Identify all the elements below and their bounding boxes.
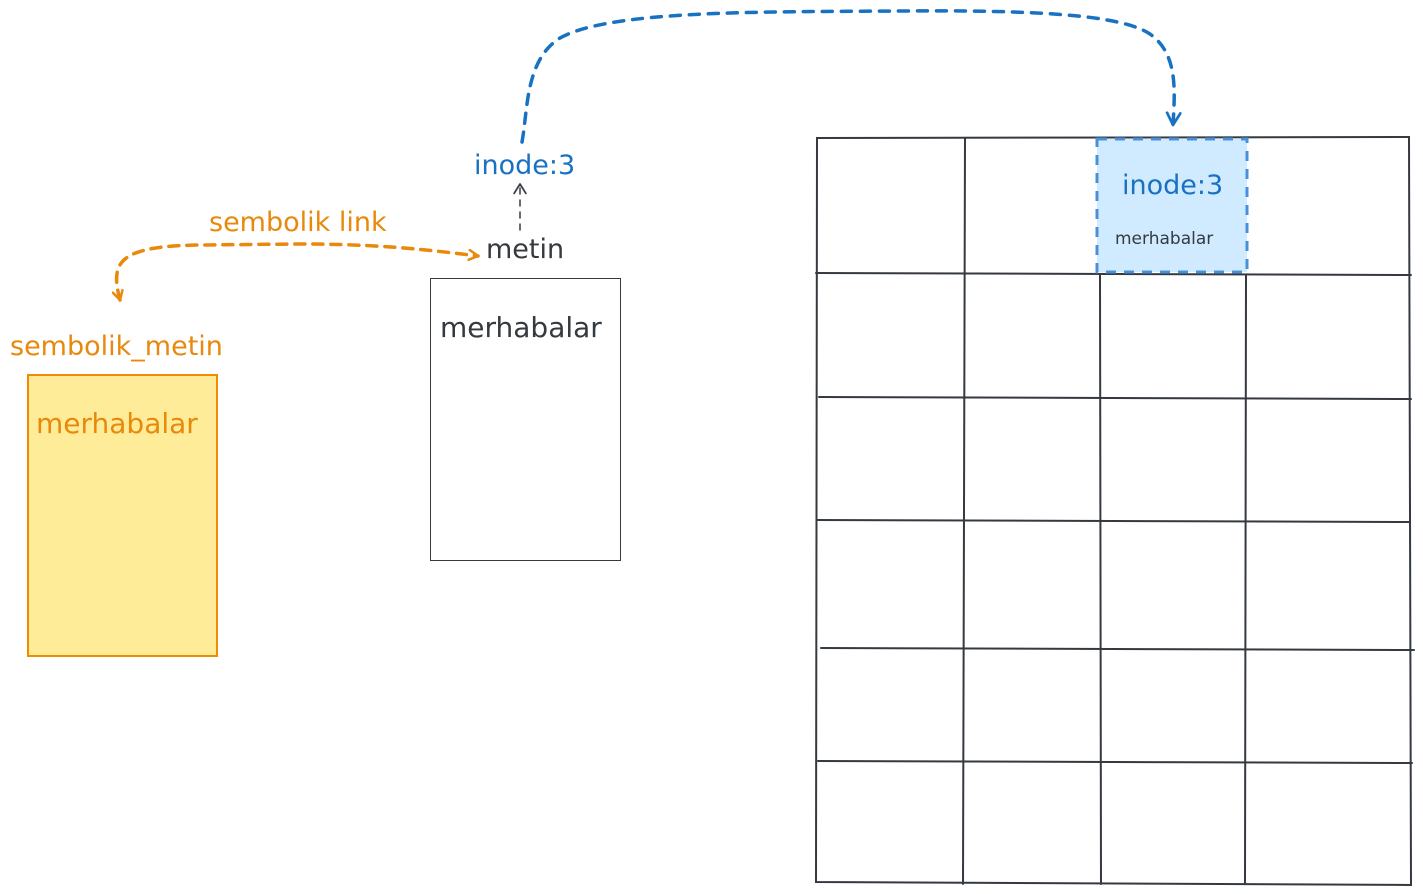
inode-cell-label: inode:3: [1122, 170, 1224, 201]
inode-table-hline: [817, 519, 1411, 523]
inode-table: [814, 135, 1415, 887]
symlink-label: sembolik link: [209, 207, 387, 238]
inode-table-vline: [962, 137, 966, 885]
file-name: metin: [486, 234, 565, 265]
regular-file-box: [430, 278, 621, 561]
inode-pointer-arrow: [520, 9, 1182, 144]
inode-table-vline: [1244, 274, 1247, 885]
inode-label: inode:3: [474, 150, 576, 181]
inode-table-hline: [820, 647, 1415, 651]
inode-cell-content: merhabalar: [1115, 229, 1214, 249]
inode-table-vline: [1099, 274, 1102, 885]
symlink-filename: sembolik_metin: [10, 331, 223, 362]
file-content: merhabalar: [440, 311, 602, 344]
inode-table-hline: [815, 272, 1412, 276]
symlink-arrow: [117, 242, 480, 302]
inode-table-hline: [817, 760, 1413, 764]
inode-3-cell: [1095, 137, 1249, 274]
inode-table-hline: [818, 396, 1412, 400]
symlink-content: merhabalar: [36, 407, 198, 440]
inode-table-border: [814, 135, 1413, 887]
symlink-file-box: [27, 374, 218, 657]
